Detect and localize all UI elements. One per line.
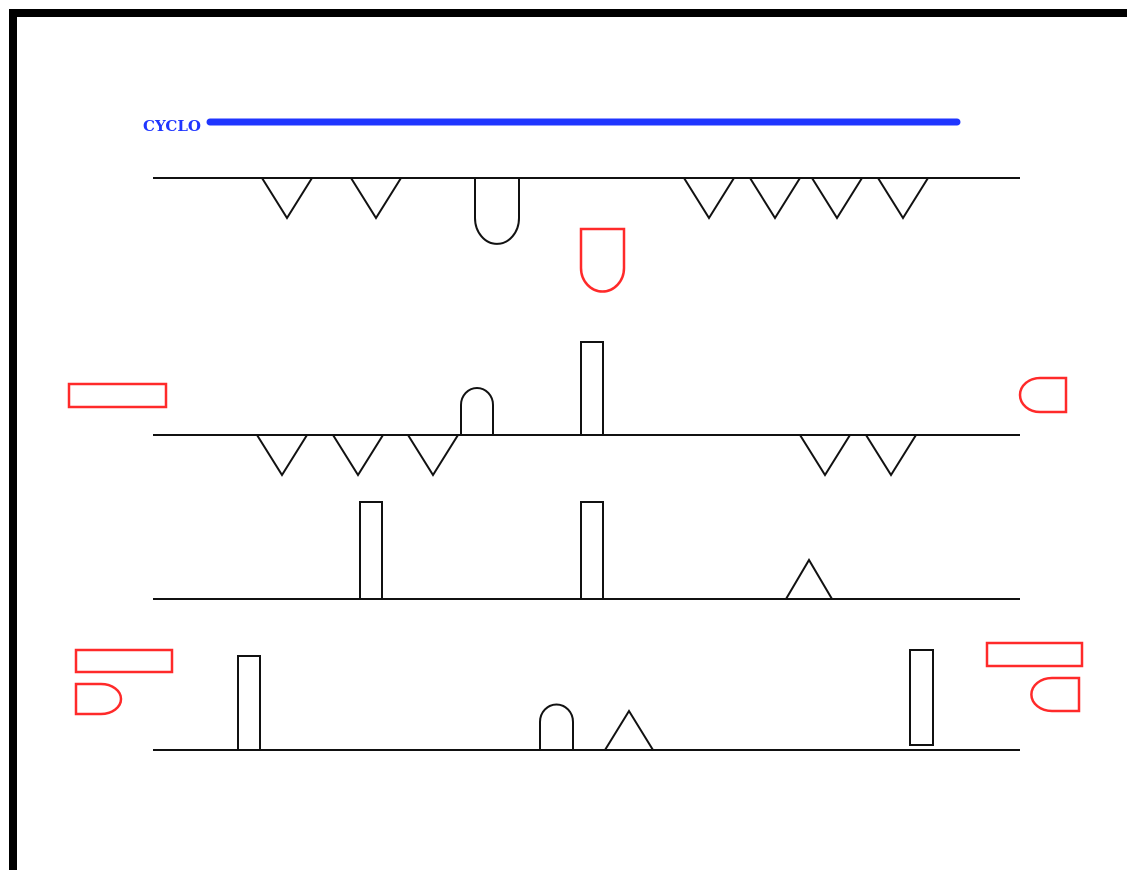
- red-bar-piece[interactable]: [985, 641, 1084, 668]
- spike-down: [332, 434, 384, 477]
- spike-down: [683, 177, 735, 220]
- game-title: CYCLO: [143, 117, 201, 135]
- red-bullet-piece[interactable]: [74, 682, 123, 716]
- spike-down: [865, 434, 917, 477]
- board-frame: [9, 9, 1127, 870]
- spike-down: [350, 177, 402, 220]
- spike-down: [799, 434, 851, 477]
- hanging-arch-obstacle: [474, 178, 520, 245]
- red-bullet-piece[interactable]: [1030, 676, 1081, 713]
- red-dome-piece[interactable]: [579, 227, 626, 293]
- pillar-obstacle: [237, 655, 261, 751]
- spike-down: [811, 177, 863, 220]
- arch-obstacle: [460, 387, 494, 435]
- red-bullet-piece[interactable]: [1018, 376, 1068, 414]
- pillar-obstacle: [580, 341, 604, 436]
- pillar-obstacle: [359, 501, 383, 600]
- pillar-obstacle: [580, 501, 604, 600]
- spike-down: [261, 177, 313, 220]
- spike-up: [604, 709, 654, 751]
- spike-down: [877, 177, 929, 220]
- red-bar-piece[interactable]: [67, 382, 168, 409]
- pillar-obstacle: [909, 649, 934, 746]
- spike-down: [407, 434, 459, 477]
- spike-down: [256, 434, 308, 477]
- red-bar-piece[interactable]: [74, 648, 174, 674]
- spike-up: [785, 558, 833, 600]
- spike-down: [749, 177, 801, 220]
- arch-obstacle: [539, 703, 574, 750]
